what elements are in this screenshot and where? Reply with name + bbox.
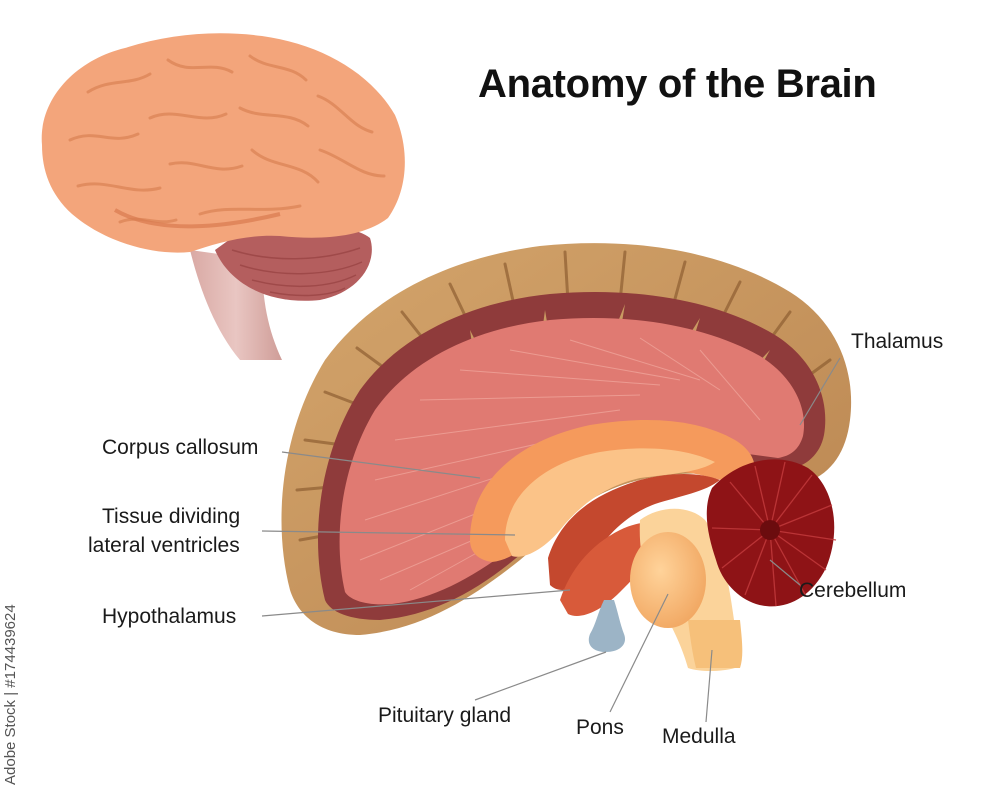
cerebellum-section [706,459,837,607]
label-pituitary-gland: Pituitary gland [378,704,512,727]
stock-credit: Adobe Stock | #174439624 [2,604,19,785]
leader-lines [261,357,841,723]
pituitary-gland-shape [588,600,626,652]
sagittal-section [281,243,852,671]
label-medulla: Medulla [662,725,736,748]
external-brain-illustration [41,33,405,360]
diagram-title: Anatomy of the Brain [478,62,877,106]
label-thalamus: Thalamus [851,330,944,353]
pons-shape [630,532,706,628]
cerebellum-exterior [215,225,372,301]
label-corpus-callosum: Corpus callosum [102,436,259,459]
label-tissue-dividing-line1: Tissue dividing [102,505,241,528]
label-cerebellum: Cerebellum [799,579,907,602]
label-tissue-dividing-line2: lateral ventricles [88,534,240,557]
medulla-shape [688,620,743,668]
cerebrum-exterior [41,33,405,253]
label-pons: Pons [576,716,624,739]
lateral-ventricle-divider [505,448,715,557]
label-hypothalamus: Hypothalamus [102,605,237,628]
